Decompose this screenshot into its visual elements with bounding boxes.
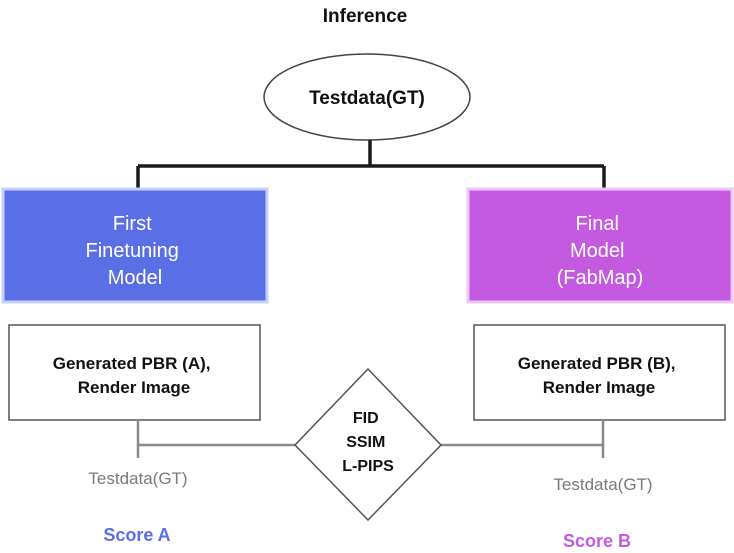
generated-pbr-b-box xyxy=(473,324,726,421)
generated-pbr-a-box xyxy=(8,324,261,421)
testdata-root-ellipse xyxy=(263,53,471,141)
right-testdata-gt-label: Testdata(GT) xyxy=(553,475,652,494)
generated-pbr-a-node: Generated PBR (A), Render Image xyxy=(8,324,261,421)
first-finetuning-model-line-2: Finetuning xyxy=(86,240,179,262)
generated-pbr-a-label: Generated PBR (A), Render Image xyxy=(53,354,215,397)
generated-pbr-b-node: Generated PBR (B), Render Image xyxy=(473,324,726,421)
first-finetuning-model-line-1: First xyxy=(113,213,152,235)
first-finetuning-model-node: First Finetuning Model xyxy=(1,187,269,304)
metrics-diamond xyxy=(293,367,443,522)
metric-fid: FID xyxy=(353,410,379,427)
generated-pbr-b-label: Generated PBR (B), Render Image xyxy=(518,354,680,397)
final-model-line-2: Model xyxy=(570,240,624,262)
right-metric-connector xyxy=(437,420,605,458)
metrics-node: FID SSIM L-PIPS xyxy=(293,367,443,522)
generated-pbr-a-line-2: Render Image xyxy=(78,378,190,397)
final-model-node: Final Model (FabMap) xyxy=(466,187,734,304)
testdata-root-node: Testdata(GT) xyxy=(263,53,471,141)
generated-pbr-b-line-2: Render Image xyxy=(543,378,655,397)
left-metric-connector xyxy=(136,420,300,458)
final-model-box xyxy=(466,187,734,304)
generated-pbr-a-line-1: Generated PBR (A), xyxy=(53,354,211,373)
first-finetuning-model-line-3: Model xyxy=(108,267,162,289)
metric-ssim: SSIM xyxy=(346,434,385,451)
final-model-line-1: Final xyxy=(576,213,619,235)
left-testdata-gt-label: Testdata(GT) xyxy=(88,469,187,488)
first-finetuning-model-box xyxy=(1,187,269,304)
diagram-title: Inference xyxy=(323,6,407,27)
metric-lpips: L-PIPS xyxy=(342,458,394,475)
root-connector xyxy=(136,140,606,189)
first-finetuning-model-label: First Finetuning Model xyxy=(86,213,185,289)
final-model-line-3: (FabMap) xyxy=(557,267,644,289)
score-b-label: Score B xyxy=(563,531,631,551)
score-a-label: Score A xyxy=(103,525,170,545)
metrics-label: FID SSIM L-PIPS xyxy=(342,410,394,475)
generated-pbr-b-line-1: Generated PBR (B), xyxy=(518,354,676,373)
testdata-root-label: Testdata(GT) xyxy=(309,88,425,109)
final-model-label: Final Model (FabMap) xyxy=(557,213,644,289)
